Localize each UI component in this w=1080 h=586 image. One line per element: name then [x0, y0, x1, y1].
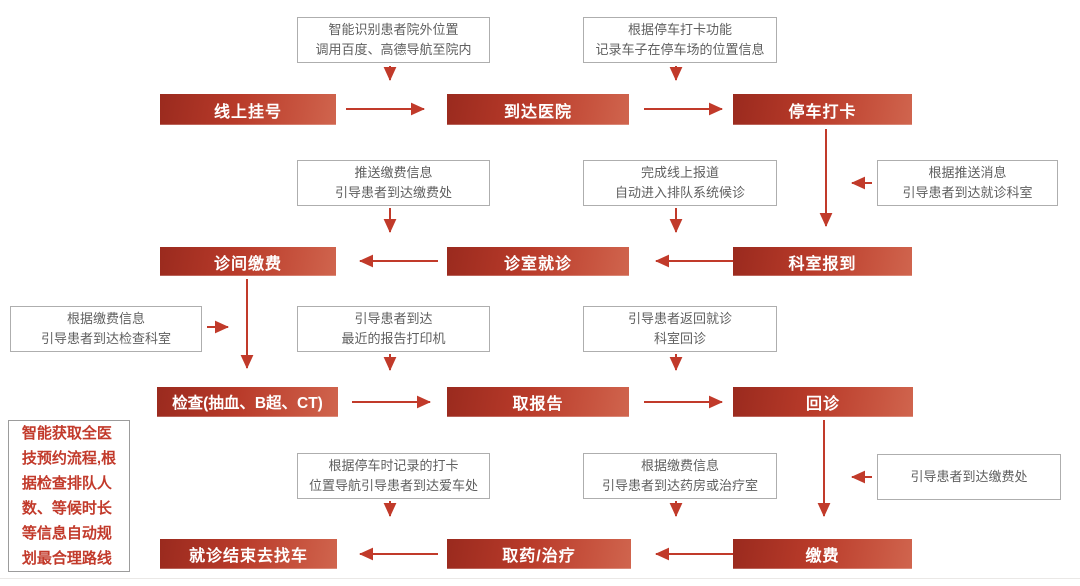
node-arrive-hospital: 到达医院: [447, 94, 629, 125]
node-end-visit-find-car: 就诊结束去找车: [160, 539, 337, 569]
node-medicine-treatment: 取药/治疗: [447, 539, 631, 569]
annotation-guide-to-department: 根据推送消息 引导患者到达就诊科室: [877, 160, 1058, 206]
annotation-push-payment-info: 推送缴费信息 引导患者到达缴费处: [297, 160, 490, 206]
node-payment: 缴费: [733, 539, 912, 569]
annotation-guide-to-printer: 引导患者到达 最近的报告打印机: [297, 306, 490, 352]
node-return-visit: 回诊: [733, 387, 913, 417]
node-clinic-payment: 诊间缴费: [160, 247, 336, 276]
node-examination: 检查(抽血、B超、CT): [157, 387, 338, 417]
node-consulting-room-visit: 诊室就诊: [447, 247, 629, 276]
node-department-checkin: 科室报到: [733, 247, 912, 276]
annotation-guide-to-cashier: 引导患者到达缴费处: [877, 454, 1061, 500]
annotation-guide-to-exam-dept: 根据缴费信息 引导患者到达检查科室: [10, 306, 202, 352]
annotation-guide-to-pharmacy: 根据缴费信息 引导患者到达药房或治疗室: [583, 453, 777, 499]
annotation-guide-to-car: 根据停车时记录的打卡 位置导航引导患者到达爱车处: [297, 453, 490, 499]
annotation-guide-return-visit: 引导患者返回就诊 科室回诊: [583, 306, 777, 352]
smart-routing-note: 智能获取全医 技预约流程,根 据检查排队人 数、等候时长 等信息自动规 划最合理…: [8, 420, 130, 572]
slide-bottom-edge: [0, 578, 1080, 579]
annotation-online-checkin-queue: 完成线上报道 自动进入排队系统候诊: [583, 160, 777, 206]
node-get-report: 取报告: [447, 387, 629, 417]
annotation-parking-record: 根据停车打卡功能 记录车子在停车场的位置信息: [583, 17, 777, 63]
node-parking-checkin: 停车打卡: [733, 94, 912, 125]
annotation-outside-navigation: 智能识别患者院外位置 调用百度、高德导航至院内: [297, 17, 490, 63]
node-online-registration: 线上挂号: [160, 94, 336, 125]
